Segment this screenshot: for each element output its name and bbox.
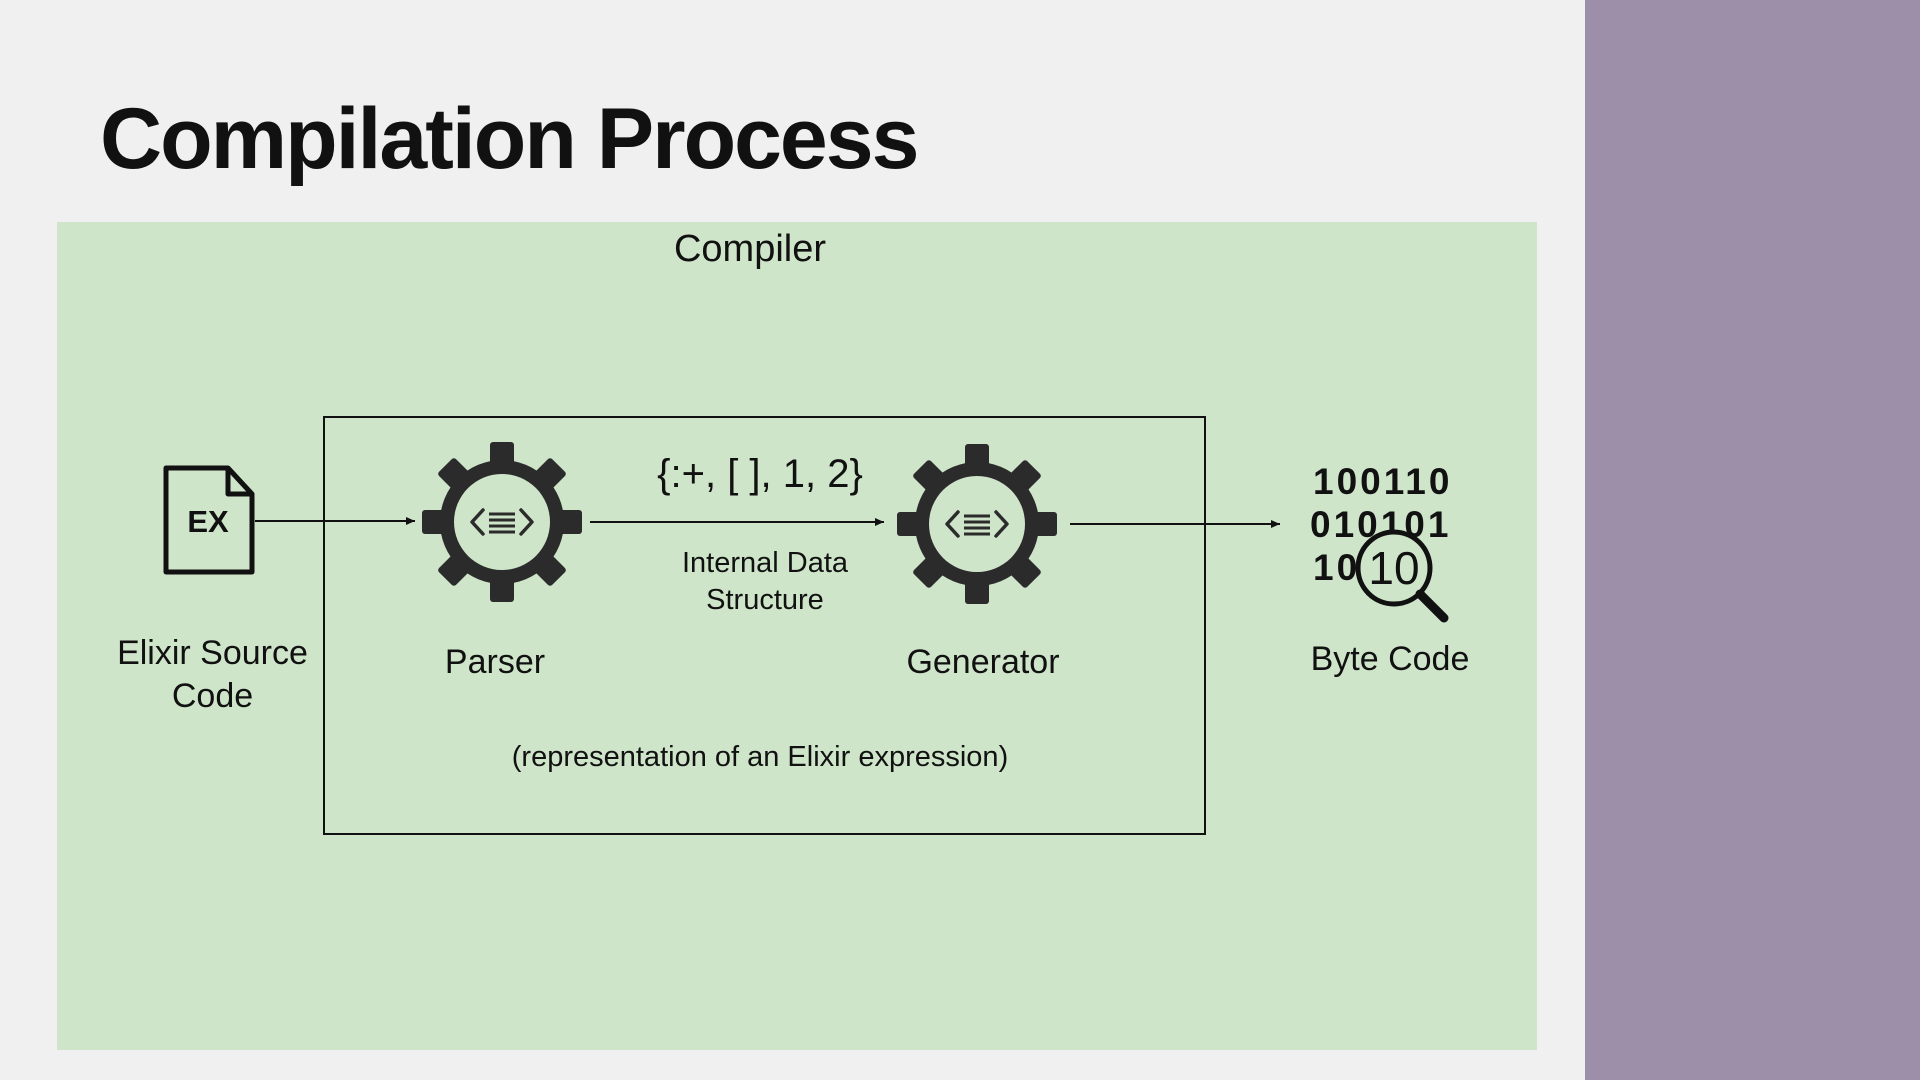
expression-note: (representation of an Elixir expression) — [511, 741, 1009, 773]
data-structure-caption: Internal Data Structure — [681, 547, 849, 616]
sidebar-accent — [1585, 0, 1920, 1080]
file-ex-icon: EX — [163, 465, 255, 575]
binary-row-1: 100110 — [1313, 461, 1452, 502]
magnified-text: 10 — [1368, 542, 1419, 594]
parser-label: Parser — [444, 643, 546, 681]
parser-gear-icon — [422, 442, 582, 602]
source-code-label: Elixir Source Code — [117, 634, 308, 715]
compiler-panel — [57, 222, 1537, 1050]
data-structure-tuple: {:+, [ ], 1, 2} — [657, 452, 863, 496]
generator-gear-icon — [897, 444, 1057, 604]
binary-magnifier-icon: 100110 010101 10 10 — [1310, 461, 1452, 623]
internal-process-box — [323, 416, 1206, 835]
compiler-label: Compiler — [673, 228, 827, 270]
bytecode-label: Byte Code — [1310, 640, 1470, 678]
binary-row-3: 10 — [1313, 547, 1360, 588]
page-title: Compilation Process — [100, 91, 919, 187]
generator-label: Generator — [906, 643, 1060, 681]
file-ex-icon-text: EX — [187, 504, 229, 539]
